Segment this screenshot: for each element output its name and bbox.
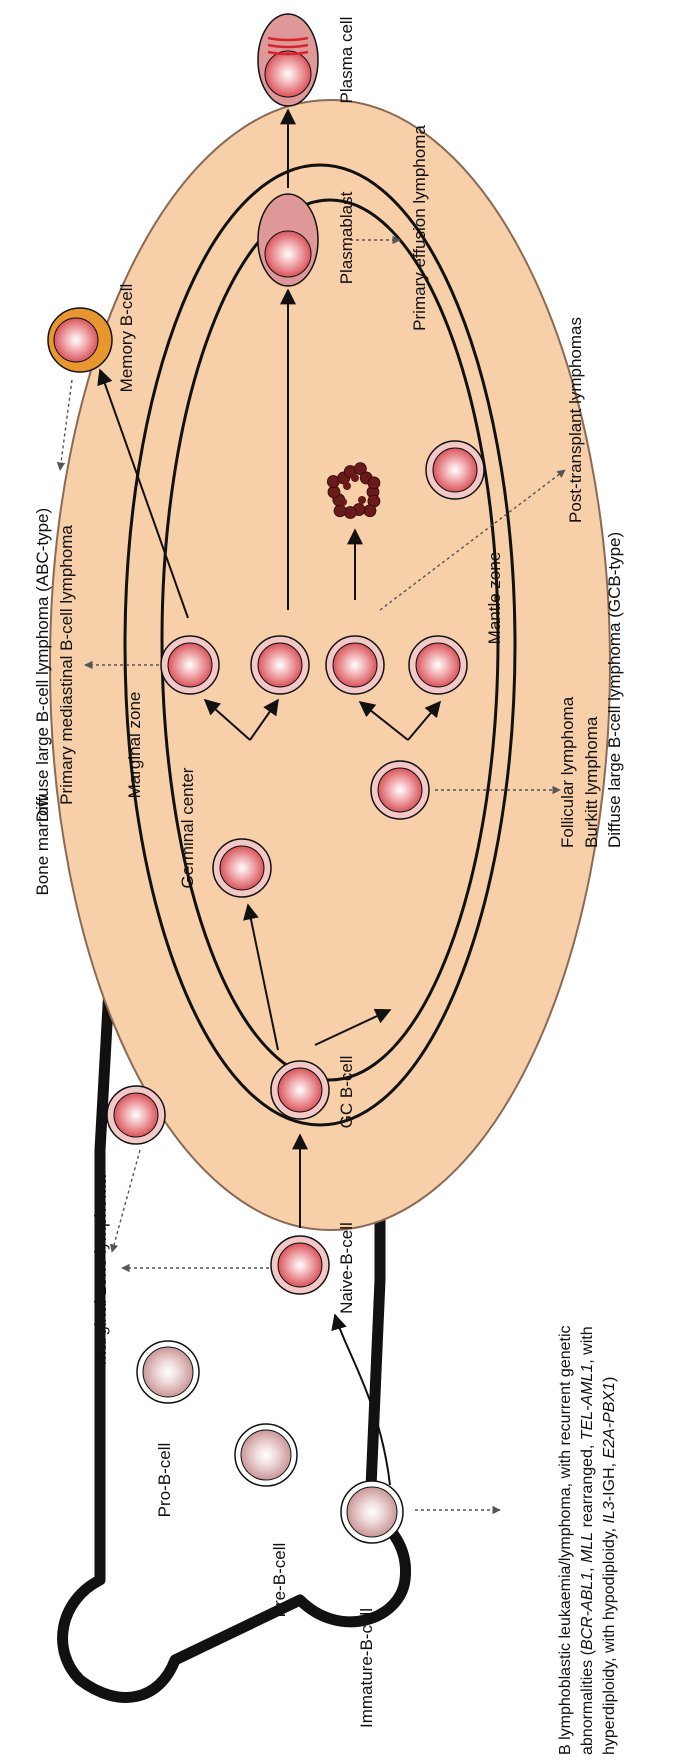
immature-b-cell <box>341 1481 403 1543</box>
label-burkitt-lymphoma: Burkitt lymphoma <box>582 716 601 848</box>
label-pro-b-cell: Pro-B-cell <box>155 1443 174 1518</box>
plasmablast-cell <box>258 194 318 286</box>
svg-text:hyperdiploidy, with hypodiploi: hyperdiploidy, with hypodiploidy, IL3-IG… <box>601 1377 618 1755</box>
label-b-all: B lymphoblastic leukaemia/lymphoma, with… <box>557 1325 618 1755</box>
label-dlbcl-gcb: Diffuse large B-cell lymphoma (GCB-type) <box>605 532 624 848</box>
svg-text:abnormalities (BCR-ABL1, MLL r: abnormalities (BCR-ABL1, MLL rearranged,… <box>579 1326 596 1755</box>
label-plasma-cell: Plasma cell <box>337 17 356 104</box>
plasma-cell <box>258 14 318 106</box>
label-follicular-lymphoma: Follicular lymphoma <box>558 696 577 848</box>
label-dlbcl-abc: Diffuse large B-cell lymphoma (ABC-type) <box>33 508 52 822</box>
centroblast-2 <box>371 761 429 819</box>
label-memory-b-cell: Memory B-cell <box>117 284 136 393</box>
label-post-transplant: Post-transplant lymphomas <box>566 317 585 523</box>
naive-b-cell <box>271 1236 329 1294</box>
label-immature-b-cell: Immature-B-cell <box>357 1608 376 1728</box>
memory-b-cell <box>48 308 112 372</box>
pro-b-cell <box>137 1341 199 1403</box>
mantle-zone-cell <box>426 441 484 499</box>
label-plasmablast: Plasmablast <box>337 191 356 284</box>
label-pmbl: Primary mediastinal B-cell lymphoma <box>57 525 76 805</box>
label-naive-b-cell: Naive-B-cell <box>337 1222 356 1314</box>
label-gc-b-cell: GC B-cell <box>337 1056 356 1129</box>
label-marginal-zone: Marginal zone <box>125 692 144 799</box>
label-pel: Primary effusion lymphoma <box>410 125 429 331</box>
label-marginal-zone-lymphoma: Marginal zone lymphoma <box>91 1174 110 1364</box>
marginal-zone-cell <box>107 1086 165 1144</box>
centrocyte-1 <box>161 636 219 694</box>
label-mantle-zone: Mantle zone <box>485 552 504 645</box>
label-germinal-center: Germinal center <box>178 767 197 888</box>
label-pre-b-cell: Pre-B-cell <box>270 1543 289 1618</box>
centrocyte-2 <box>251 636 309 694</box>
pre-b-cell <box>235 1424 297 1486</box>
centroblast-1 <box>213 839 271 897</box>
gc-b-cell <box>271 1061 329 1119</box>
svg-text:B lymphoblastic leukaemia/lymp: B lymphoblastic leukaemia/lymphoma, with… <box>557 1325 574 1755</box>
centrocyte-4 <box>409 636 467 694</box>
centrocyte-3 <box>326 636 384 694</box>
